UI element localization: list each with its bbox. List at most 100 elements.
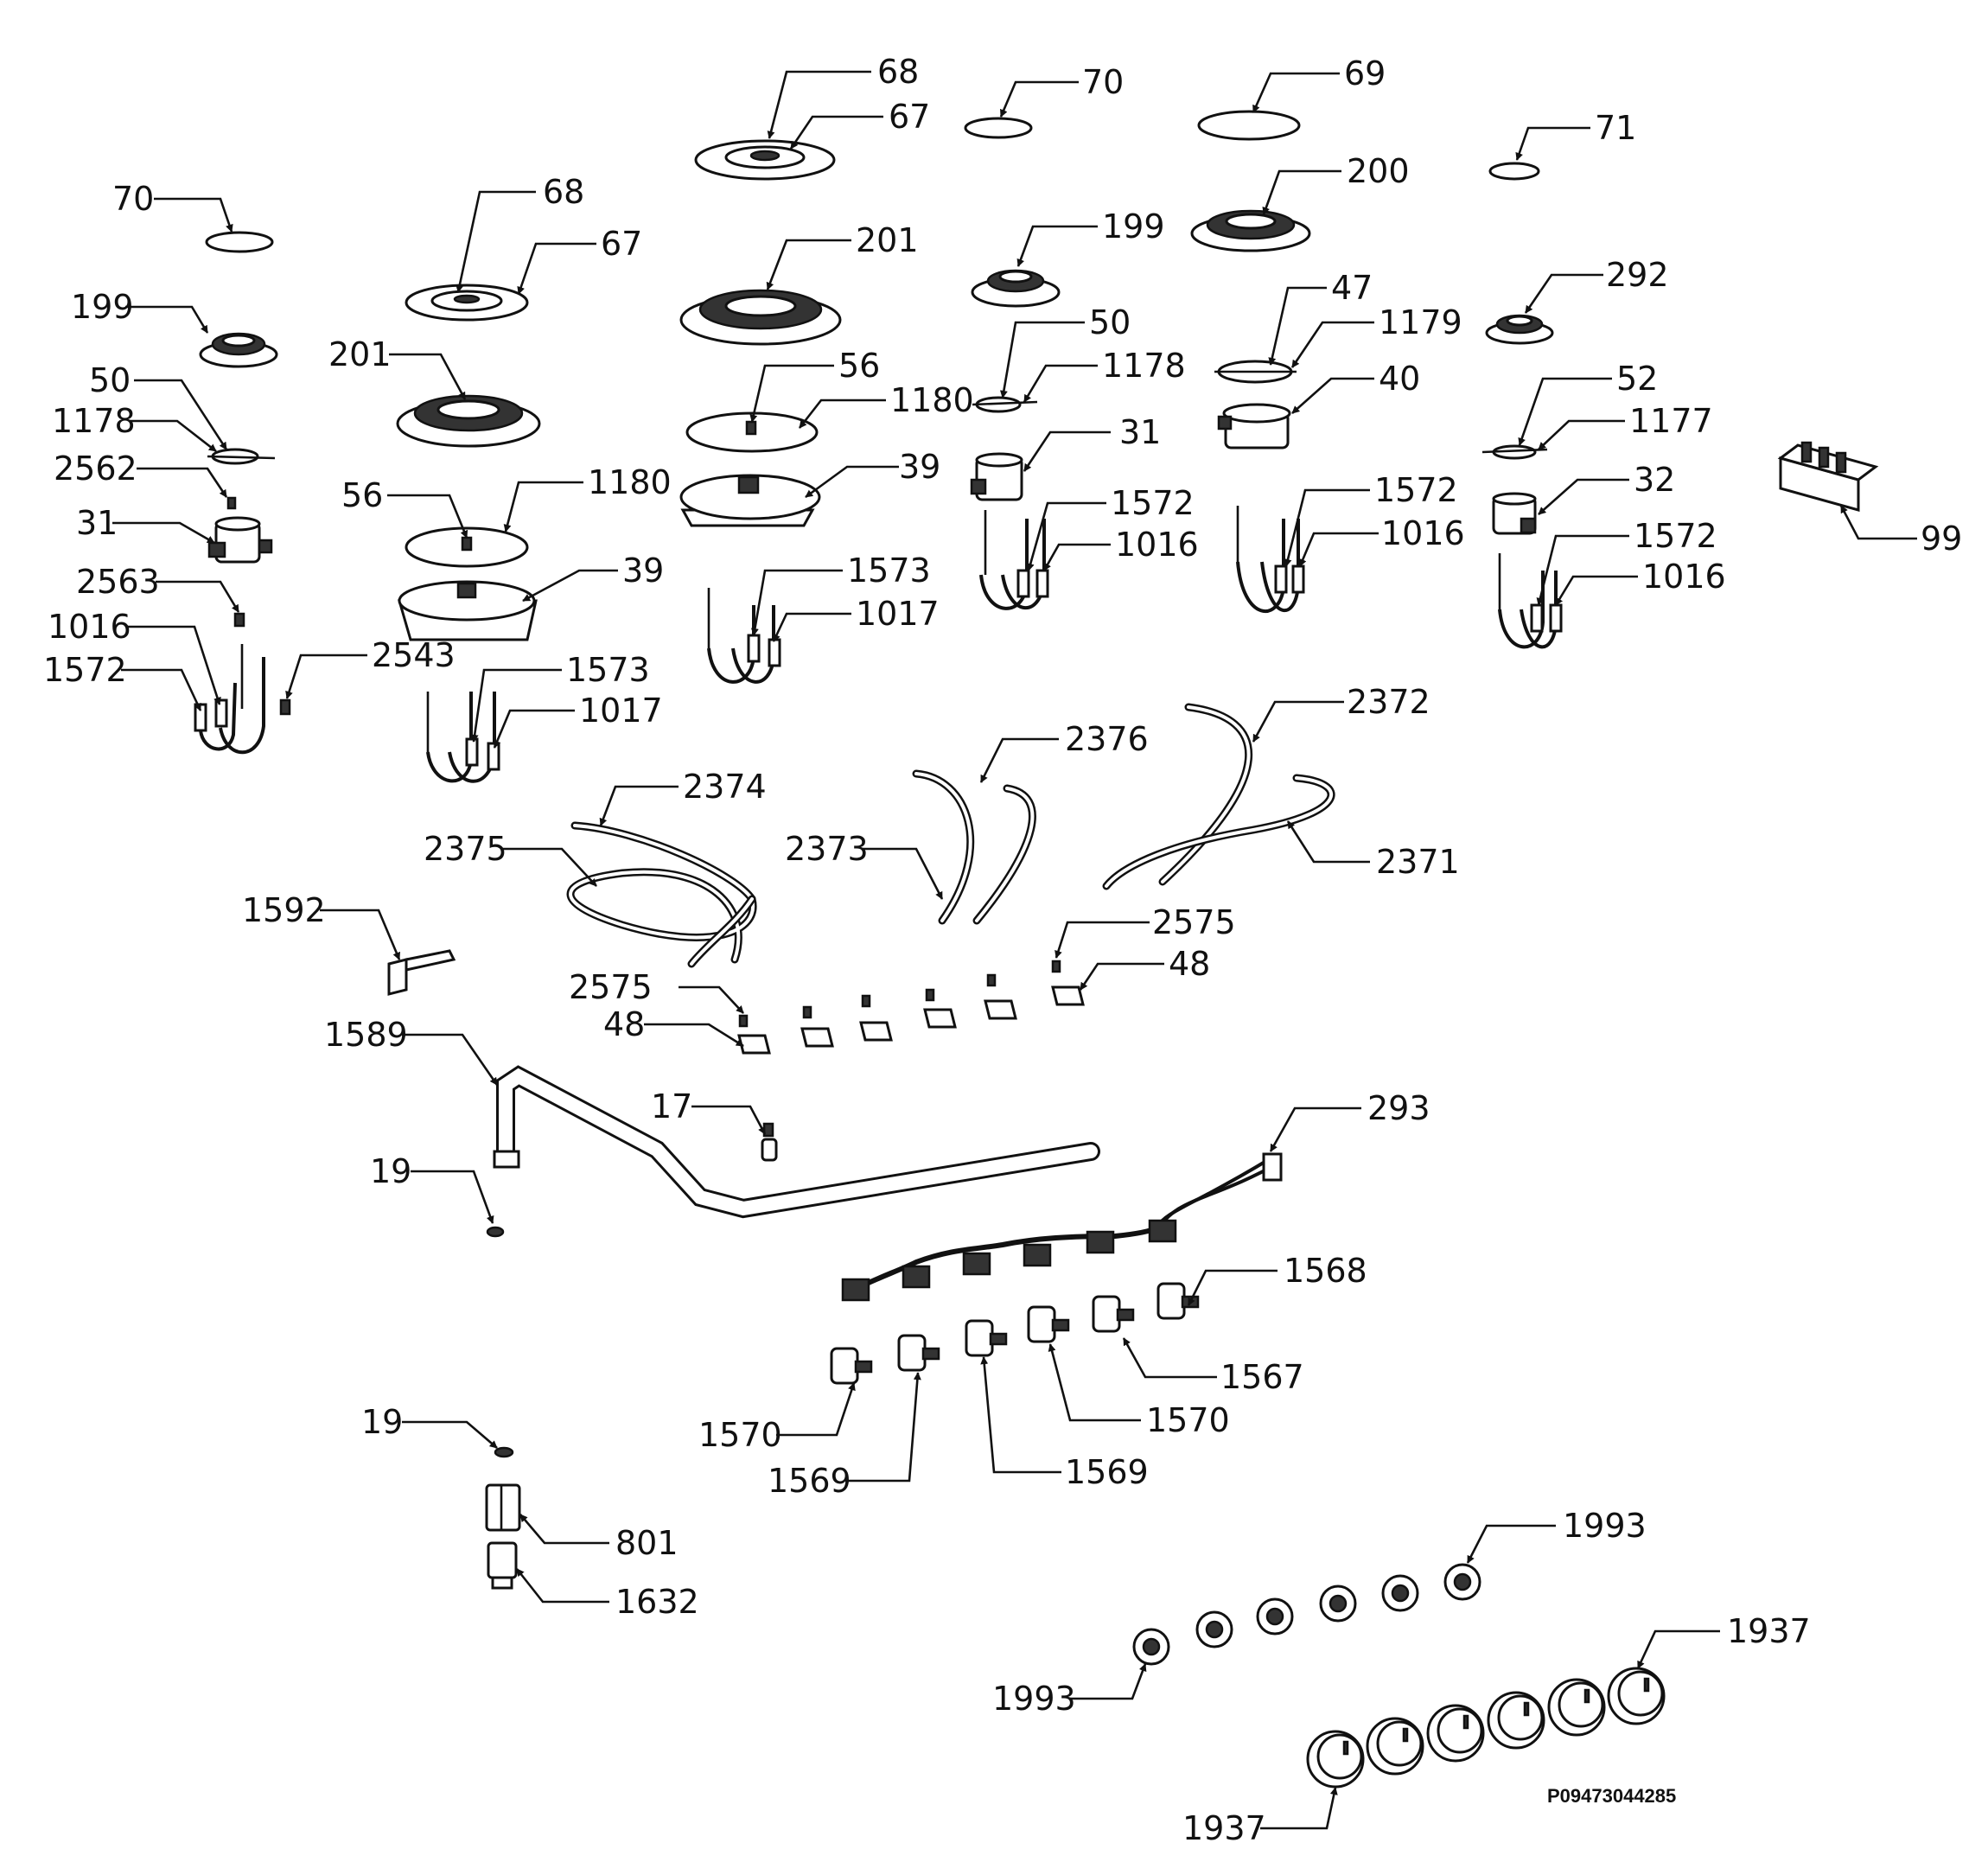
- callout-2371: 2371: [1286, 820, 1460, 881]
- callout-label: 201: [328, 335, 392, 373]
- callout-1572-center: 1572: [1026, 484, 1195, 571]
- callout-label: 68: [543, 173, 584, 211]
- callout-1573-left: 1573: [470, 651, 650, 743]
- callout-label: 1572: [1374, 471, 1458, 509]
- callout-label: 201: [856, 221, 919, 259]
- screw: [226, 496, 237, 510]
- callout-label: 1016: [1642, 558, 1726, 596]
- burner-crown-200: [1190, 209, 1311, 252]
- callout-68-left: 68: [456, 173, 584, 293]
- callout-1592: 1592: [242, 891, 401, 960]
- burner-crown-292: [1485, 314, 1554, 345]
- callout-label: 292: [1606, 256, 1669, 294]
- callout-1180-center: 1180: [798, 381, 974, 429]
- callout-50-left: 50: [89, 361, 228, 450]
- callout-1179: 1179: [1290, 303, 1462, 368]
- callout-label: 50: [1089, 303, 1131, 341]
- callout-67-left: 67: [517, 225, 642, 295]
- callout-1016-left: 1016: [48, 608, 221, 705]
- gas-hoses: [566, 703, 1335, 968]
- callout-label: 70: [1082, 63, 1124, 101]
- callout-label: 1568: [1284, 1252, 1367, 1290]
- document-code: P09473044285: [1547, 1785, 1676, 1807]
- callout-label: 1572: [1111, 484, 1195, 522]
- callout-32: 32: [1538, 461, 1675, 515]
- callout-19-upper: 19: [370, 1152, 494, 1224]
- callout-201-left: 201: [328, 335, 467, 400]
- burner-plate-left: [405, 526, 529, 568]
- callout-label: 1569: [1065, 1453, 1149, 1491]
- burner-crown-large-center: [679, 289, 842, 346]
- callout-1937-left: 1937: [1182, 1787, 1338, 1847]
- callout-label: 32: [1634, 461, 1675, 499]
- burner-cap-large-left: [405, 284, 529, 322]
- thermocouple-left: [194, 644, 265, 755]
- callout-label: 2575: [569, 968, 653, 1006]
- callout-label: 1573: [566, 651, 650, 689]
- callout-1016-right: 1016: [1298, 514, 1465, 567]
- callout-50-center: 50: [999, 303, 1131, 399]
- callout-label: 1937: [1727, 1612, 1811, 1650]
- nut: [233, 612, 245, 628]
- burner-base-39-center: [679, 474, 821, 527]
- callout-1016-far: 1016: [1554, 558, 1726, 606]
- callout-label: 1937: [1182, 1809, 1266, 1847]
- callout-1569-left: 1569: [768, 1372, 921, 1500]
- callout-label: 1572: [1634, 517, 1717, 555]
- burner-cap-small-center: [964, 117, 1033, 139]
- callout-label: 50: [89, 361, 131, 399]
- thermocouple-col4: [979, 510, 1049, 610]
- callout-1570-right: 1570: [1048, 1343, 1230, 1439]
- thermocouple-ring-center: [972, 396, 1038, 413]
- callout-label: 1567: [1220, 1358, 1304, 1396]
- callout-label: 19: [361, 1403, 403, 1441]
- gas-manifold-pipe: [493, 1065, 1100, 1219]
- callout-label: 1570: [698, 1416, 782, 1454]
- callout-1570-left: 1570: [698, 1382, 856, 1454]
- switch-row: [841, 1219, 1177, 1302]
- callout-label: 39: [899, 448, 940, 486]
- callout-1993-left: 1993: [992, 1663, 1147, 1718]
- callout-label: 67: [601, 225, 642, 263]
- callout-label: 1569: [768, 1462, 851, 1500]
- callout-label: 99: [1921, 520, 1962, 558]
- callout-label: 1177: [1629, 402, 1713, 440]
- burner-cap-small: [205, 231, 274, 253]
- control-knobs: [1306, 1667, 1666, 1789]
- callout-label: 2563: [76, 563, 160, 601]
- callout-label: 68: [877, 53, 919, 91]
- callout-56-center: 56: [749, 347, 880, 423]
- callout-label: 2543: [372, 636, 456, 674]
- callout-label: 47: [1331, 269, 1373, 307]
- callout-199-left: 199: [71, 288, 209, 334]
- callout-label: 2372: [1347, 683, 1430, 721]
- callout-label: 1632: [615, 1583, 699, 1621]
- callout-label: 1180: [890, 381, 974, 419]
- callout-31-left: 31: [76, 504, 215, 545]
- burner-body-31-left: [207, 516, 273, 564]
- callout-label: 69: [1344, 54, 1386, 92]
- callout-label: 19: [370, 1152, 411, 1190]
- callout-label: 2376: [1065, 720, 1149, 758]
- seal-19-upper: [486, 1226, 505, 1238]
- callout-2563: 2563: [76, 563, 240, 613]
- thermocouple-ring-47: [1214, 360, 1297, 384]
- callout-label: 2562: [54, 450, 137, 488]
- callout-label: 1178: [52, 402, 136, 440]
- callout-48-left: 48: [603, 1005, 744, 1048]
- callout-71: 71: [1515, 109, 1636, 161]
- callout-label: 40: [1379, 360, 1420, 398]
- callouts: 70 199 50 1178 2562 31 2563 1016 1572 25…: [43, 53, 1962, 1847]
- callout-70-center: 70: [999, 63, 1124, 118]
- callout-label: 48: [603, 1005, 645, 1043]
- callout-1017-left: 1017: [493, 692, 663, 749]
- callout-67-center: 67: [789, 98, 930, 150]
- callout-69: 69: [1252, 54, 1386, 113]
- thermocouple-col6: [1498, 553, 1563, 649]
- callout-47: 47: [1268, 269, 1373, 366]
- burner-base-39-left: [398, 580, 538, 641]
- injector-17: [761, 1122, 778, 1162]
- callout-label: 199: [71, 288, 134, 326]
- terminal-block: [1777, 441, 1879, 512]
- thermocouple-col5: [1236, 506, 1305, 613]
